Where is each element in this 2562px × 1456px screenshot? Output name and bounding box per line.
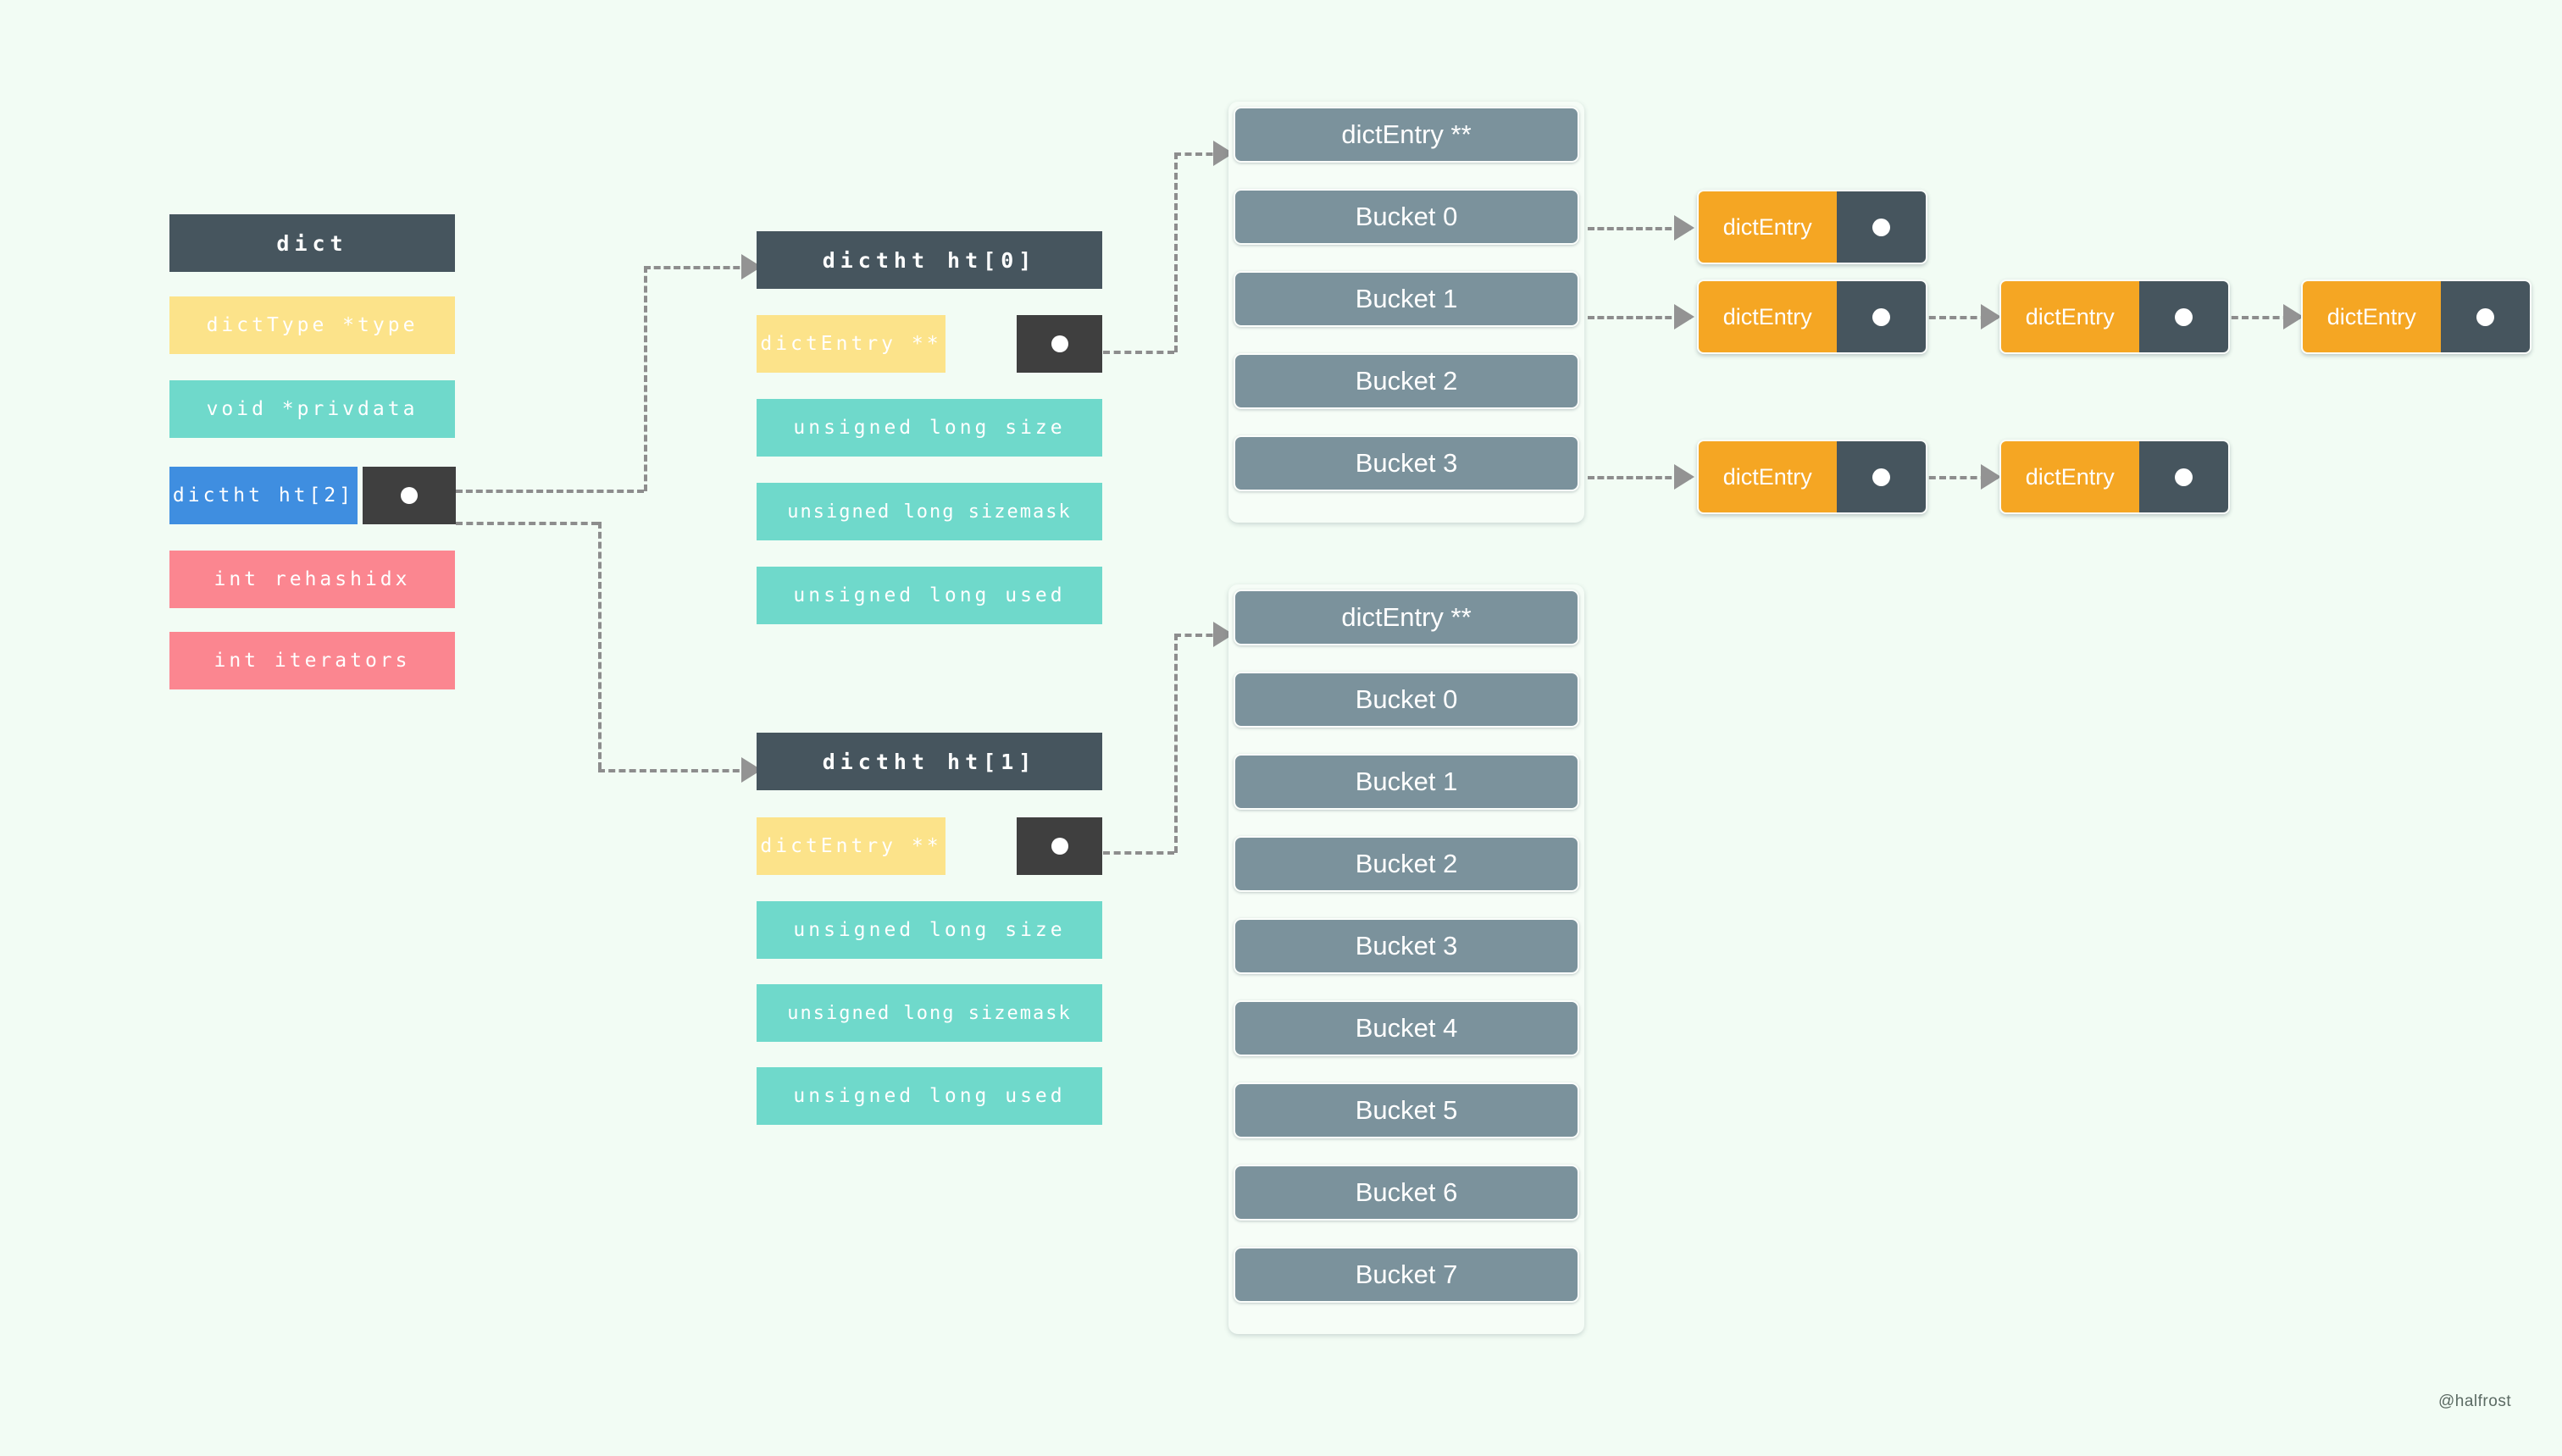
dictht-ht0-pointer-cell [1017,315,1102,373]
dict-struct-header: dict [169,214,455,272]
bucket-table-ht1-bucket-2[interactable]: Bucket 2 [1234,836,1579,892]
dictentry-next-pointer [1836,281,1926,352]
dictentry-node-b1-2[interactable]: dictEntry [2301,280,2532,354]
bucket-table-ht0-bucket-3[interactable]: Bucket 3 [1234,435,1579,491]
dict-row-dictht-ht2: dictht ht[2] [169,467,358,524]
dict-row-iterators: int iterators [169,632,455,689]
dictentry-next-pointer [1836,191,1926,263]
dictentry-node-b1-1[interactable]: dictEntry [1999,280,2230,354]
dictht-ht1-row-sizemask: unsigned long sizemask [757,984,1102,1042]
pointer-dot-icon [1872,307,1890,326]
dictentry-label: dictEntry [2001,441,2139,512]
bucket-table-ht0-bucket-1[interactable]: Bucket 1 [1234,271,1579,327]
bucket-table-ht1-bucket-5[interactable]: Bucket 5 [1234,1082,1579,1138]
pointer-dot-icon [1051,838,1068,855]
bucket-table-ht0-bucket-0[interactable]: Bucket 0 [1234,189,1579,245]
pointer-dot-icon [1051,335,1068,352]
dictentry-label: dictEntry [2303,281,2441,352]
bucket-table-ht0-bucket-2[interactable]: Bucket 2 [1234,353,1579,409]
dictentry-next-pointer [1836,441,1926,512]
dictht-ht1-pointer-cell [1017,817,1102,875]
pointer-dot-icon [1872,218,1890,236]
dictentry-node-b3-1[interactable]: dictEntry [1999,440,2230,514]
dictentry-next-pointer [2138,441,2228,512]
dictht-ht0-row-size: unsigned long size [757,399,1102,457]
bucket-table-ht1-bucket-1[interactable]: Bucket 1 [1234,754,1579,810]
dictentry-next-pointer [2138,281,2228,352]
dictentry-label: dictEntry [1699,281,1837,352]
dictht-ht1-row-dictentry-ptr: dictEntry ** [757,817,946,875]
bucket-table-ht1-bucket-7[interactable]: Bucket 7 [1234,1247,1579,1303]
watermark: @halfrost [2438,1392,2512,1410]
dictentry-label: dictEntry [1699,441,1837,512]
bucket-table-ht1-bucket-6[interactable]: Bucket 6 [1234,1165,1579,1221]
dict-row-privdata: void *privdata [169,380,455,438]
dict-row-dictht-ht2-pointer [363,467,456,524]
bucket-table-ht1-bucket-0[interactable]: Bucket 0 [1234,672,1579,728]
dict-row-rehashidx: int rehashidx [169,551,455,608]
dictht-ht0-row-used: unsigned long used [757,567,1102,624]
dictht-ht0-header: dictht ht[0] [757,231,1102,289]
bucket-table-ht0-header: dictEntry ** [1234,107,1579,163]
dictentry-next-pointer [2440,281,2530,352]
dictentry-node-b1-0[interactable]: dictEntry [1697,280,1927,354]
dictht-ht1-header: dictht ht[1] [757,733,1102,790]
dictentry-node-b0-0[interactable]: dictEntry [1697,190,1927,264]
dictentry-label: dictEntry [1699,191,1837,263]
dictentry-label: dictEntry [2001,281,2139,352]
bucket-table-ht1-header: dictEntry ** [1234,590,1579,645]
dictht-ht1-row-used: unsigned long used [757,1067,1102,1125]
pointer-dot-icon [2174,468,2193,486]
dictht-ht1-row-size: unsigned long size [757,901,1102,959]
pointer-dot-icon [1872,468,1890,486]
bucket-table-ht1-bucket-4[interactable]: Bucket 4 [1234,1000,1579,1056]
bucket-table-ht1-bucket-3[interactable]: Bucket 3 [1234,918,1579,974]
dict-row-dicttype: dictType *type [169,296,455,354]
pointer-dot-icon [2476,307,2494,326]
pointer-dot-icon [401,487,418,504]
pointer-dot-icon [2174,307,2193,326]
dictht-ht0-row-dictentry-ptr: dictEntry ** [757,315,946,373]
dictht-ht0-row-sizemask: unsigned long sizemask [757,483,1102,540]
dictentry-node-b3-0[interactable]: dictEntry [1697,440,1927,514]
